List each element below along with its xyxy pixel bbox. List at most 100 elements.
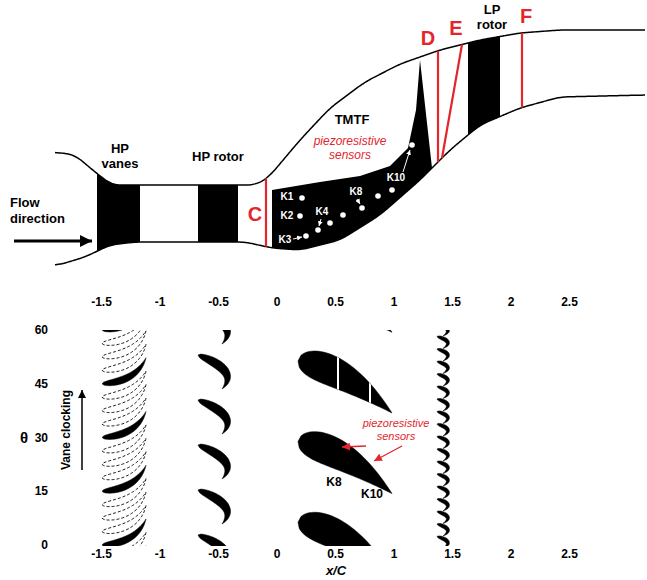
tick-label: 1 bbox=[391, 295, 398, 309]
tick-label: 0.5 bbox=[327, 295, 344, 309]
sensor-line bbox=[337, 330, 339, 441]
tick-label: 1 bbox=[391, 547, 398, 561]
lp-rotor-blade bbox=[437, 348, 449, 361]
lp-rotor-blade bbox=[437, 486, 449, 499]
sensor-label: K10 bbox=[387, 172, 405, 184]
measurement-plane bbox=[437, 51, 439, 162]
tick-label: 45 bbox=[35, 377, 48, 391]
tick-label: -1 bbox=[155, 547, 166, 561]
sensor-dot bbox=[327, 220, 333, 226]
measurement-plane bbox=[442, 45, 462, 159]
clocking-label: Vane clocking bbox=[59, 390, 73, 470]
sensor-pointer bbox=[342, 446, 366, 447]
sensor-label: K3 bbox=[279, 234, 292, 246]
hp-rotor-blade bbox=[198, 354, 231, 389]
measurement-plane bbox=[521, 33, 523, 108]
hp-rotor-blade bbox=[198, 489, 231, 524]
sensor-dot bbox=[409, 142, 415, 148]
station-label: F bbox=[520, 5, 532, 28]
flow-label: Flow direction bbox=[10, 195, 82, 227]
component-label: TMTF bbox=[335, 112, 370, 127]
tick-label: 2.5 bbox=[561, 295, 578, 309]
tick-label: 0 bbox=[274, 547, 281, 561]
hp-rotor-blade bbox=[198, 399, 231, 434]
lp-rotor-blade bbox=[437, 448, 449, 461]
tick-label: -1 bbox=[155, 295, 166, 309]
measurement-plane bbox=[265, 178, 267, 246]
blade-to-blade-view bbox=[102, 330, 449, 546]
tick-label: 0.5 bbox=[327, 547, 344, 561]
tick-label: 0 bbox=[274, 295, 281, 309]
clocked-vane-outline bbox=[102, 330, 146, 345]
lp-rotor-blade bbox=[437, 330, 449, 336]
sensor-label: K2 bbox=[281, 210, 294, 222]
hp-rotor-blade bbox=[198, 330, 231, 344]
sensor-label: K4 bbox=[316, 206, 329, 218]
sensor-label: K8 bbox=[326, 475, 341, 489]
shroud-line bbox=[55, 30, 645, 185]
lp-rotor-blade bbox=[437, 336, 449, 349]
leader-line bbox=[319, 219, 321, 226]
sensor-annotation: piezoresistive sensors bbox=[356, 417, 436, 443]
tick-label: -1.5 bbox=[91, 547, 112, 561]
lp-rotor-blade bbox=[437, 523, 449, 536]
lp-rotor-blade bbox=[437, 436, 449, 449]
tick-label: 15 bbox=[35, 484, 48, 498]
station-label: D bbox=[421, 27, 435, 50]
sensor-dot bbox=[359, 205, 365, 211]
lp-rotor-blade bbox=[437, 398, 449, 411]
tick-label: 30 bbox=[35, 431, 48, 445]
sensor-label: K1 bbox=[281, 191, 294, 203]
leader-line bbox=[357, 199, 360, 204]
clocking-arrow bbox=[81, 390, 83, 470]
tick-label: 0 bbox=[41, 538, 48, 552]
hub-line bbox=[55, 95, 645, 265]
hp-rotor-blade bbox=[198, 534, 231, 546]
tick-label: 60 bbox=[35, 323, 48, 337]
lp-rotor-blade bbox=[437, 411, 449, 424]
lp-rotor-blade bbox=[437, 498, 449, 511]
component-label: HP rotor bbox=[192, 149, 244, 164]
lp-rotor-row bbox=[468, 37, 500, 136]
tmtf-strut-section bbox=[298, 330, 392, 332]
lp-rotor-blade bbox=[437, 423, 449, 436]
hp-vane bbox=[102, 330, 146, 332]
component-label: LP rotor bbox=[468, 2, 516, 32]
tick-label: -0.5 bbox=[208, 547, 229, 561]
tmtf-strut-section bbox=[298, 351, 392, 413]
sensor-dot bbox=[303, 233, 309, 239]
sensor-label: K10 bbox=[361, 487, 383, 501]
lp-rotor-blade bbox=[437, 536, 449, 546]
sensor-dot bbox=[340, 212, 346, 218]
component-label: HP vanes bbox=[94, 141, 146, 171]
sensor-dot bbox=[315, 227, 321, 233]
sensor-pointer bbox=[374, 446, 402, 461]
leader-line bbox=[293, 237, 302, 239]
tick-label: 1.5 bbox=[444, 547, 461, 561]
axis-title: x/C bbox=[326, 563, 346, 578]
lp-rotor-blade bbox=[437, 373, 449, 386]
lp-rotor-blade bbox=[437, 511, 449, 524]
station-label: C bbox=[248, 203, 262, 226]
station-label: E bbox=[449, 17, 462, 40]
tick-label: 2 bbox=[508, 295, 515, 309]
tick-label: 1.5 bbox=[444, 295, 461, 309]
sensor-dot bbox=[299, 195, 305, 201]
hp-rotor-blade bbox=[198, 444, 231, 479]
lp-rotor-blade bbox=[437, 386, 449, 399]
sensor-label: K8 bbox=[350, 186, 363, 198]
tick-label: 2.5 bbox=[561, 547, 578, 561]
lp-rotor-blade bbox=[437, 361, 449, 374]
sensor-dot bbox=[297, 213, 303, 219]
sensor-annotation: piezoresistive sensors bbox=[308, 134, 392, 162]
leader-line bbox=[403, 150, 410, 172]
tmtf-strut-section bbox=[298, 512, 392, 546]
flow-arrow bbox=[14, 240, 92, 243]
tmtf-strut bbox=[272, 60, 432, 250]
tick-label: -0.5 bbox=[208, 295, 229, 309]
lp-rotor-blade bbox=[437, 473, 449, 486]
tick-label: 2 bbox=[508, 547, 515, 561]
hp-rotor-row bbox=[198, 185, 238, 242]
